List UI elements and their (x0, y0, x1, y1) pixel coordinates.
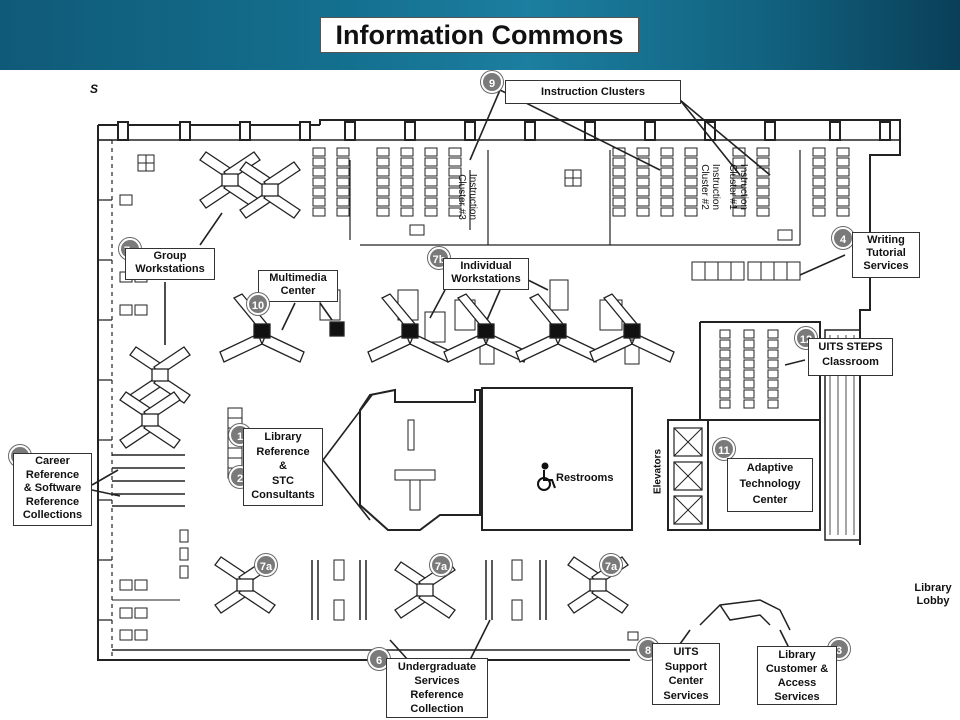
label-individual-workstations: Individual Workstations (443, 258, 529, 290)
page-title: Information Commons (320, 17, 639, 53)
label-cluster-1: Instruction Cluster #1 (727, 163, 749, 211)
label-instruction-clusters: Instruction Clusters (505, 80, 681, 104)
floor-plan (91, 89, 901, 661)
compass-label: S (90, 82, 99, 96)
badge-4: 4 (832, 227, 854, 249)
label-multimedia-center: Multimedia Center (258, 270, 338, 302)
badge-11: 11 (713, 438, 735, 460)
label-uits-steps: UITS STEPS Classroom (808, 338, 893, 376)
label-library-customer: Library Customer & Access Services (757, 646, 837, 705)
label-library-lobby: Library Lobby (914, 582, 952, 607)
label-writing-tutorial: Writing Tutorial Services (852, 232, 920, 278)
label-adaptive-technology: Adaptive Technology Center (727, 458, 813, 512)
label-group-workstations: Group Workstations (125, 248, 215, 280)
label-cluster-2: Instruction Cluster #2 (699, 163, 721, 211)
label-career-reference: Career Reference & Software Reference Co… (13, 453, 92, 526)
badge-7a-bottom-middle: 7a (430, 554, 452, 576)
badge-9: 9 (481, 71, 503, 93)
label-uits-support: UITS Support Center Services (652, 643, 720, 705)
label-elevators: Elevators (652, 448, 664, 495)
label-undergrad-services: Undergraduate Services Reference Collect… (386, 658, 488, 718)
label-restrooms: Restrooms (556, 472, 614, 484)
label-library-reference: Library Reference & STC Consultants (243, 428, 323, 506)
badge-7a-bottom-right: 7a (600, 554, 622, 576)
label-cluster-3: Instruction Cluster #3 (456, 173, 478, 221)
badge-10: 10 (247, 293, 269, 315)
badge-6: 6 (368, 648, 390, 670)
badge-7a-bottom-left: 7a (255, 554, 277, 576)
